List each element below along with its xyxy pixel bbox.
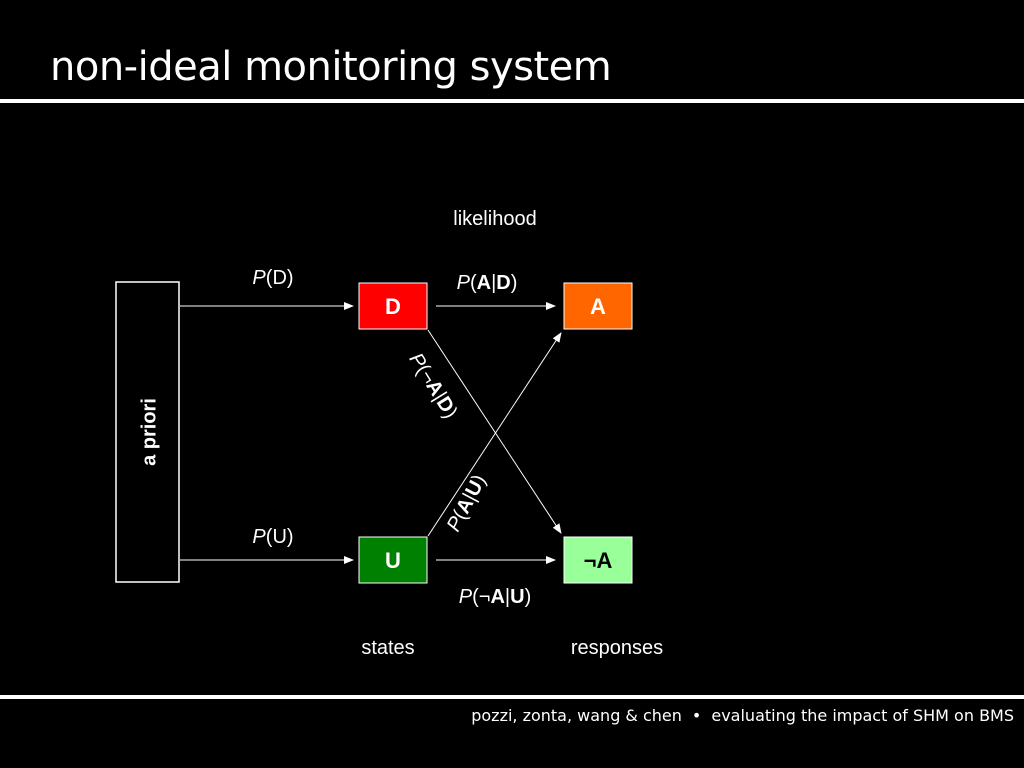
footer-bullet: • bbox=[691, 706, 702, 725]
likelihood-label: likelihood bbox=[453, 208, 536, 230]
node-a-label: A bbox=[590, 294, 606, 319]
footer-authors: pozzi, zonta, wang & chen bbox=[471, 706, 682, 725]
a-priori-box: a priori bbox=[115, 281, 180, 583]
responses-label: responses bbox=[571, 637, 663, 659]
states-label: states bbox=[361, 637, 414, 659]
prob-d-label: P(D) bbox=[252, 267, 293, 289]
arrow-u-to-a bbox=[427, 332, 562, 537]
node-a: A bbox=[563, 282, 633, 330]
arrow-d-to-nota bbox=[427, 329, 562, 534]
prob-a-given-d-label: P(A|D) bbox=[457, 272, 518, 294]
a-priori-label: a priori bbox=[138, 398, 160, 466]
title-divider bbox=[0, 99, 1024, 103]
slide-title: non-ideal monitoring system bbox=[50, 44, 612, 90]
prob-u-label: P(U) bbox=[252, 526, 293, 548]
node-d-label: D bbox=[385, 294, 401, 319]
node-not-a-label: ¬A bbox=[584, 548, 613, 573]
footer-divider bbox=[0, 695, 1024, 699]
footer-subtitle: evaluating the impact of SHM on BMS bbox=[711, 706, 1014, 725]
node-u: U bbox=[358, 536, 428, 584]
node-d: D bbox=[358, 282, 428, 330]
footer: pozzi, zonta, wang & chen • evaluating the… bbox=[471, 706, 1014, 725]
node-not-a: ¬A bbox=[563, 536, 633, 584]
node-u-label: U bbox=[385, 548, 401, 573]
prob-not-a-given-d-label: P(¬A|D) bbox=[405, 349, 462, 422]
prob-not-a-given-u-label: P(¬A|U) bbox=[459, 586, 531, 608]
prob-a-given-u-label: P(A|U) bbox=[443, 471, 491, 535]
